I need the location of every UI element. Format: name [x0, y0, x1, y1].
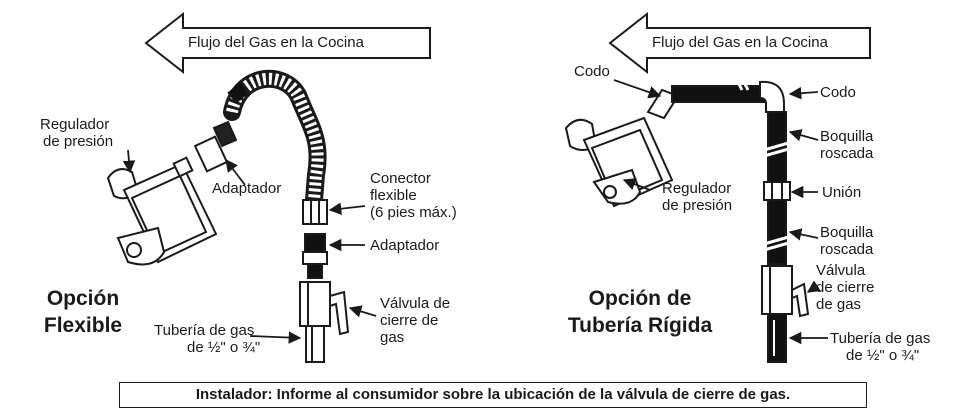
title-flexible-1: Opción — [46, 287, 120, 310]
flow-arrow-left — [144, 11, 431, 75]
title-rigid-2: Tubería Rígida — [567, 314, 713, 337]
label-connector-3: (6 pies máx.) — [370, 204, 457, 221]
label-elbow-right: Codo — [820, 84, 856, 101]
label-nipple-top-1: Boquilla — [820, 128, 874, 145]
label-pipe-right-2: de ½" o ¾" — [846, 347, 920, 364]
adapter-bottom-left — [302, 233, 328, 279]
label-pipe-right-1: Tubería de gas — [830, 330, 931, 347]
flow-arrow-label-right: Flujo del Gas en la Cocina — [652, 34, 828, 51]
label-regulator-right-1: Regulador — [662, 180, 732, 197]
label-regulator-left-2: de presión — [43, 133, 114, 150]
flow-arrow-label-left: Flujo del Gas en la Cocina — [188, 34, 364, 51]
label-nipple-bottom-2: roscada — [820, 241, 874, 258]
label-regulator-left-1: Regulador — [40, 116, 110, 133]
regulator-right — [564, 116, 674, 208]
installer-notice: Instalador: Informe al consumidor sobre … — [119, 382, 867, 408]
shutoff-valve-left — [299, 281, 350, 363]
label-connector-2: flexible — [370, 187, 417, 204]
label-valve-left-3: gas — [380, 329, 405, 346]
flow-arrow-right — [608, 11, 871, 75]
rigid-piping — [646, 77, 793, 265]
adapter-top-left — [193, 120, 238, 173]
regulator-left — [106, 156, 218, 266]
label-pipe-left-2: de ½" o ¾" — [187, 339, 261, 356]
label-valve-right-1: Válvula — [816, 262, 866, 279]
label-nipple-bottom-1: Boquilla — [820, 224, 874, 241]
title-flexible-2: Flexible — [43, 314, 123, 337]
label-valve-right-3: de gas — [816, 296, 862, 313]
label-adapter-bottom: Adaptador — [370, 237, 440, 254]
label-valve-left-2: cierre de — [380, 312, 439, 329]
label-valve-right-2: de cierre — [816, 279, 875, 296]
label-valve-left-1: Válvula de — [380, 295, 451, 312]
label-regulator-right-2: de presión — [662, 197, 733, 214]
label-union: Unión — [822, 184, 862, 201]
label-nipple-top-2: roscada — [820, 145, 874, 162]
label-pipe-left-1: Tubería de gas — [154, 322, 255, 339]
label-connector-1: Conector — [370, 170, 431, 187]
label-elbow-left: Codo — [574, 63, 610, 80]
shutoff-valve-right — [761, 265, 810, 363]
title-rigid-1: Opción de — [588, 287, 692, 310]
label-adapter-top: Adaptador — [212, 180, 282, 197]
